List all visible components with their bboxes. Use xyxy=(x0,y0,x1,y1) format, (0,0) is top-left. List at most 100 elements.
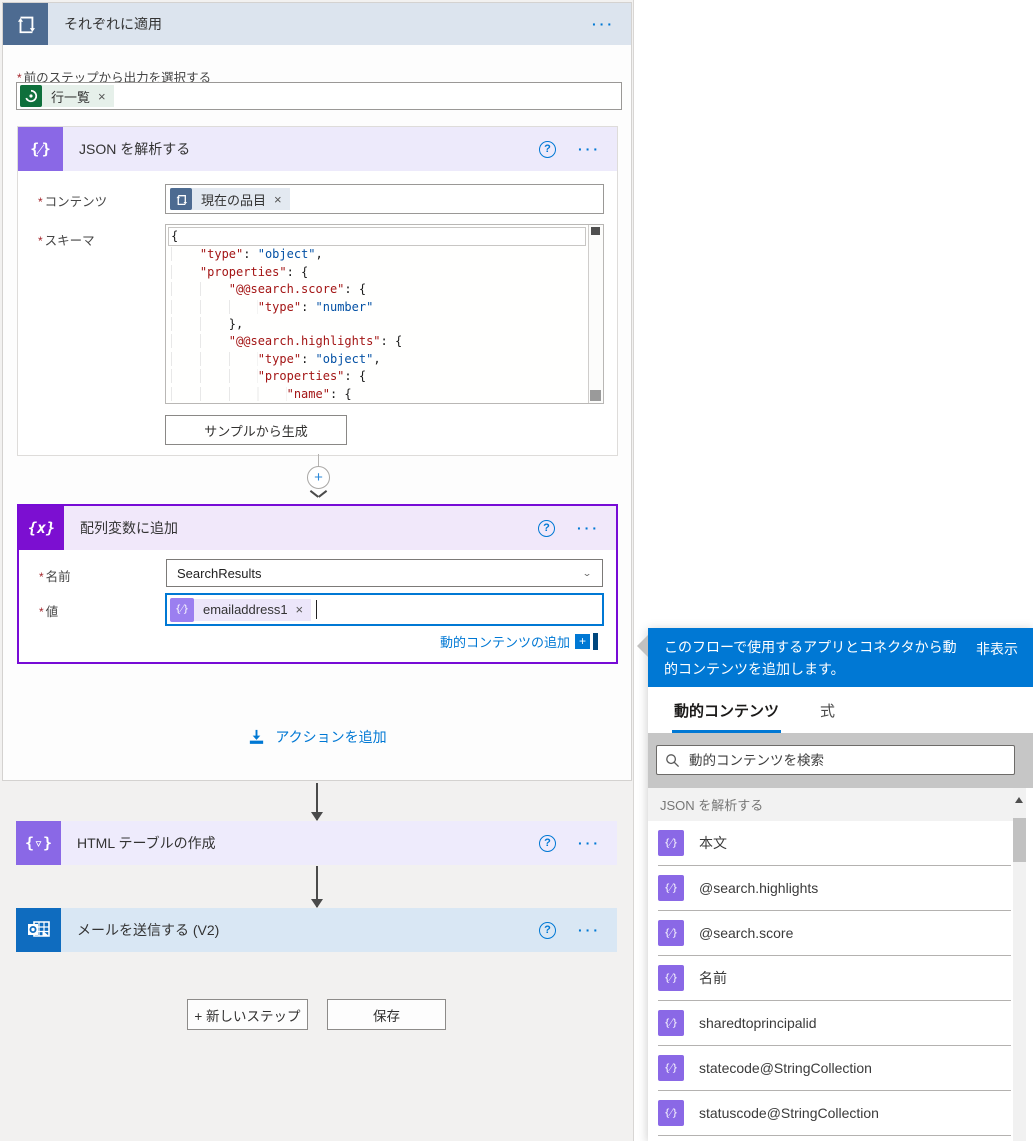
content-token[interactable]: 現在の品目 × xyxy=(170,188,290,210)
search-icon xyxy=(666,753,680,767)
dynamic-content-item[interactable]: {⁄}statecode@StringCollection xyxy=(658,1046,1011,1091)
create-html-table-title: HTML テーブルの作成 xyxy=(77,835,216,851)
new-step-button[interactable]: + 新しいステップ xyxy=(187,999,308,1030)
add-dynamic-content-link[interactable]: 動的コンテンツの追加 xyxy=(439,635,570,650)
add-action-icon xyxy=(250,729,264,744)
apply-to-each-header[interactable]: それぞれに適用 ··· xyxy=(3,3,631,45)
output-token[interactable]: 行一覧 × xyxy=(20,85,114,107)
outputs-label: *前のステップから出力を選択する xyxy=(17,71,212,85)
flyout-scrollbar[interactable] xyxy=(1013,788,1026,1141)
save-button[interactable]: 保存 xyxy=(327,999,446,1030)
dynamic-content-item-label: statuscode@StringCollection xyxy=(699,1105,879,1121)
help-icon[interactable]: ? xyxy=(539,921,556,939)
generate-from-sample-button[interactable]: サンプルから生成 xyxy=(165,415,347,445)
dynamic-token-icon: {⁄} xyxy=(170,597,194,622)
add-action-button[interactable]: アクションを追加 xyxy=(3,727,631,747)
flyout-beak xyxy=(637,635,648,657)
parse-json-menu-icon[interactable]: ··· xyxy=(578,141,601,157)
text-cursor xyxy=(316,600,318,619)
append-array-menu-icon[interactable]: ··· xyxy=(577,520,600,536)
scroll-thumb[interactable] xyxy=(590,390,601,401)
variable-value-input[interactable]: {⁄} emailaddress1 × xyxy=(165,593,604,626)
flow-arrow xyxy=(311,866,323,908)
dynamic-content-item-label: 本文 xyxy=(699,835,727,851)
code-line: "type": "number" xyxy=(171,299,588,316)
dynamic-content-list: {⁄}本文{⁄}@search.highlights{⁄}@search.sco… xyxy=(648,821,1033,1136)
scroll-up-icon[interactable] xyxy=(591,227,600,235)
html-table-menu-icon[interactable]: ··· xyxy=(578,835,601,851)
variable-name-value: SearchResults xyxy=(177,565,262,581)
flow-canvas: それぞれに適用 ··· *前のステップから出力を選択する 行一覧 × {⁄} J… xyxy=(0,0,634,1141)
send-email-card[interactable]: メールを送信する (V2) ? ··· xyxy=(16,908,617,952)
schema-label: *スキーマ xyxy=(38,234,95,248)
parse-json-title: JSON を解析する xyxy=(79,141,191,157)
send-email-title: メールを送信する (V2) xyxy=(77,922,220,938)
scroll-up-icon[interactable] xyxy=(1015,793,1023,803)
dynamic-content-item[interactable]: {⁄}@search.score xyxy=(658,911,1011,956)
search-box[interactable] xyxy=(656,745,1015,775)
value-label: *値 xyxy=(39,605,59,619)
code-line: "properties": { xyxy=(171,264,588,281)
dynamic-content-item[interactable]: {⁄}@search.highlights xyxy=(658,866,1011,911)
search-input[interactable] xyxy=(689,752,1006,768)
apply-to-each-menu-icon[interactable]: ··· xyxy=(592,16,615,32)
apply-to-each-card: それぞれに適用 ··· *前のステップから出力を選択する 行一覧 × {⁄} J… xyxy=(2,2,632,781)
help-icon[interactable]: ? xyxy=(539,834,556,852)
tab-dynamic-content[interactable]: 動的コンテンツ xyxy=(672,700,782,733)
dynamic-token-icon: {⁄} xyxy=(658,1100,684,1126)
code-line: { xyxy=(168,227,586,247)
dynamic-content-item[interactable]: {⁄} 本文 xyxy=(658,821,1011,866)
schema-editor[interactable]: { "type": "object", "properties": { "@@s… xyxy=(165,224,604,404)
apply-to-each-icon xyxy=(3,3,48,45)
name-label: *名前 xyxy=(39,570,71,584)
insert-step-button[interactable]: + xyxy=(307,466,330,489)
flow-arrow xyxy=(311,783,323,821)
flyout-tabs: 動的コンテンツ 式 xyxy=(648,687,1033,733)
schema-code: { "type": "object", "properties": { "@@s… xyxy=(166,225,588,403)
outputs-input[interactable]: 行一覧 × xyxy=(16,82,622,110)
remove-token-icon[interactable]: × xyxy=(295,602,304,617)
add-dynamic-plus-icon[interactable]: + xyxy=(575,634,590,649)
send-email-menu-icon[interactable]: ··· xyxy=(578,922,601,938)
variable-name-dropdown[interactable]: SearchResults ⌄ xyxy=(166,559,603,587)
append-array-card: {x} 配列変数に追加 ? ··· *名前 SearchResults ⌄ *値… xyxy=(17,504,618,664)
dynamic-content-item-label: statecode@StringCollection xyxy=(699,1060,872,1076)
flyout-search-strip xyxy=(648,733,1033,788)
hide-flyout-button[interactable]: 非表示 xyxy=(976,641,1018,657)
schema-scrollbar[interactable] xyxy=(588,225,603,403)
step-connector: + xyxy=(3,454,631,502)
outlook-icon xyxy=(16,908,61,952)
code-line: }, xyxy=(171,316,588,333)
remove-token-icon[interactable]: × xyxy=(274,191,282,207)
dynamic-content-item-label: @search.highlights xyxy=(699,880,819,896)
connector-line xyxy=(318,454,319,467)
parse-json-header[interactable]: {⁄} JSON を解析する ? ··· xyxy=(18,127,617,171)
remove-token-icon[interactable]: × xyxy=(98,88,106,104)
code-line: "name": { xyxy=(171,386,588,403)
code-line: "type": "object", xyxy=(171,246,588,263)
data-operation-icon: {▿} xyxy=(16,821,61,865)
dataverse-icon xyxy=(20,85,42,107)
dynamic-content-flyout: このフローで使用するアプリとコネクタから動的コンテンツを追加します。 非表示 動… xyxy=(637,628,1033,1141)
variable-icon: {x} xyxy=(19,506,64,550)
dynamic-content-item[interactable]: {⁄}名前 xyxy=(658,956,1011,1001)
append-array-header[interactable]: {x} 配列変数に追加 ? ··· xyxy=(19,506,616,550)
value-token[interactable]: {⁄} emailaddress1 × xyxy=(170,597,312,622)
tab-expression[interactable]: 式 xyxy=(820,703,836,720)
scroll-thumb[interactable] xyxy=(1013,818,1026,862)
dynamic-token-icon: {⁄} xyxy=(658,830,684,856)
create-html-table-card[interactable]: {▿} HTML テーブルの作成 ? ··· xyxy=(16,821,617,865)
content-input[interactable]: 現在の品目 × xyxy=(165,184,604,214)
dynamic-content-item[interactable]: {⁄} sharedtoprincipalid xyxy=(658,1001,1011,1046)
chevron-down-icon: ⌄ xyxy=(581,568,592,578)
content-label: *コンテンツ xyxy=(38,195,108,209)
dynamic-token-icon: {⁄} xyxy=(658,1010,684,1036)
help-icon[interactable]: ? xyxy=(539,140,556,158)
dynamic-content-item[interactable]: {⁄} statuscode@StringCollection xyxy=(658,1091,1011,1136)
help-icon[interactable]: ? xyxy=(538,519,555,537)
code-line: "@@search.highlights": { xyxy=(171,333,588,350)
flyout-edge xyxy=(593,633,598,650)
flyout-header: このフローで使用するアプリとコネクタから動的コンテンツを追加します。 非表示 xyxy=(648,628,1033,687)
dynamic-token-icon: {⁄} xyxy=(658,965,684,991)
dynamic-content-item-label: sharedtoprincipalid xyxy=(699,1015,817,1031)
